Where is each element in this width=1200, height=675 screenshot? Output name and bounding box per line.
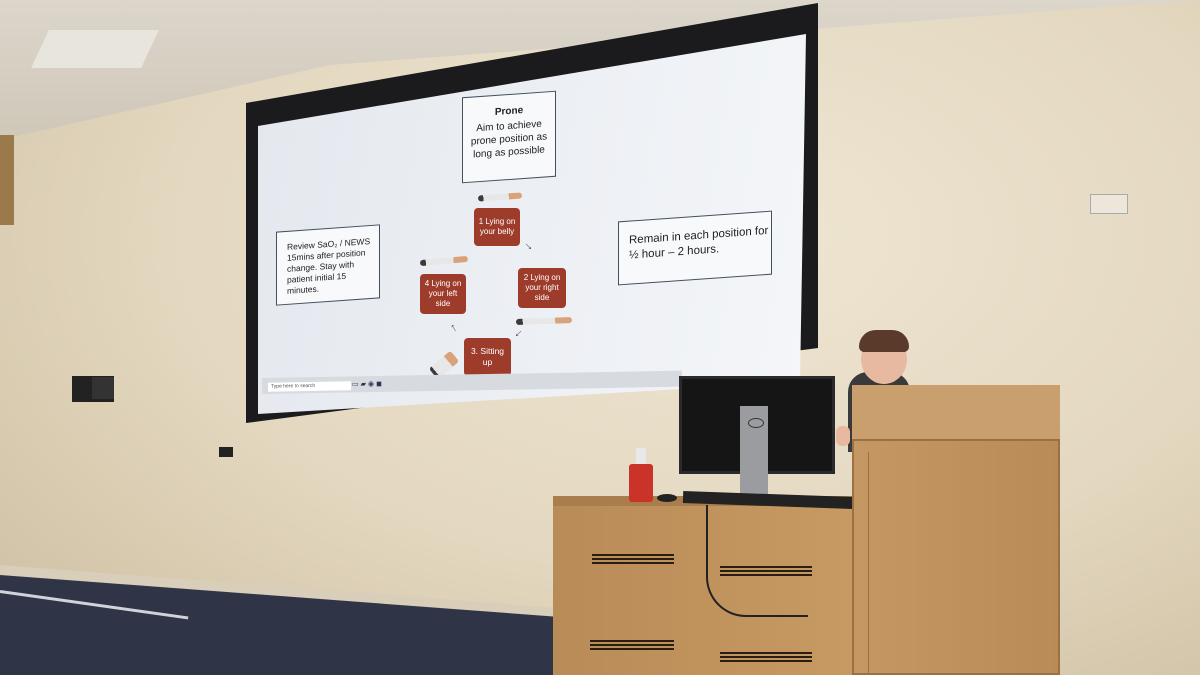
lectern-panel <box>868 452 1049 675</box>
prone-text: Aim to achieve prone position as long as… <box>470 118 548 161</box>
prone-box: Prone Aim to achieve prone position as l… <box>462 90 556 184</box>
powerpoint-icon: ◼ <box>376 380 385 388</box>
computer-mouse <box>657 494 677 502</box>
step-3-box: 3. Sitting up <box>464 338 511 376</box>
step-4-box: 4 Lying on your left side <box>420 274 466 314</box>
step-1-box: 1 Lying on your belly <box>474 208 520 246</box>
wall-switch-plate <box>1090 194 1128 214</box>
taskbar-icons: ▭▰◉◼ <box>352 380 384 389</box>
wall-socket <box>219 447 233 457</box>
desk-vent <box>720 652 812 662</box>
desk-vent <box>590 640 674 650</box>
file-explorer-icon: ▰ <box>360 380 369 389</box>
presenter-hair <box>859 330 909 352</box>
wall-sign-2 <box>92 377 114 399</box>
desk-vent <box>592 554 674 564</box>
cable <box>706 505 808 617</box>
edge-icon: ◉ <box>367 380 377 388</box>
wall-panel <box>0 135 14 225</box>
sanitiser-pump <box>636 448 646 464</box>
hand-sanitiser-bottle <box>629 464 653 502</box>
review-text: Review SaO₂ / NEWS 15mins after position… <box>287 236 371 297</box>
ceiling-light <box>31 30 159 68</box>
lectern-top <box>852 385 1060 441</box>
remain-box: Remain in each position for ½ hour – 2 h… <box>618 210 772 286</box>
remain-text: Remain in each position for ½ hour – 2 h… <box>629 224 769 262</box>
desk-vent <box>720 566 812 576</box>
monitor-logo-icon <box>748 418 764 428</box>
review-box: Review SaO₂ / NEWS 15mins after position… <box>276 224 380 306</box>
taskbar-search-input: Type here to search <box>267 381 352 392</box>
step-2-box: 2 Lying on your right side <box>518 268 566 308</box>
presenter-hand <box>836 426 850 446</box>
task-view-icon: ▭ <box>351 381 361 389</box>
